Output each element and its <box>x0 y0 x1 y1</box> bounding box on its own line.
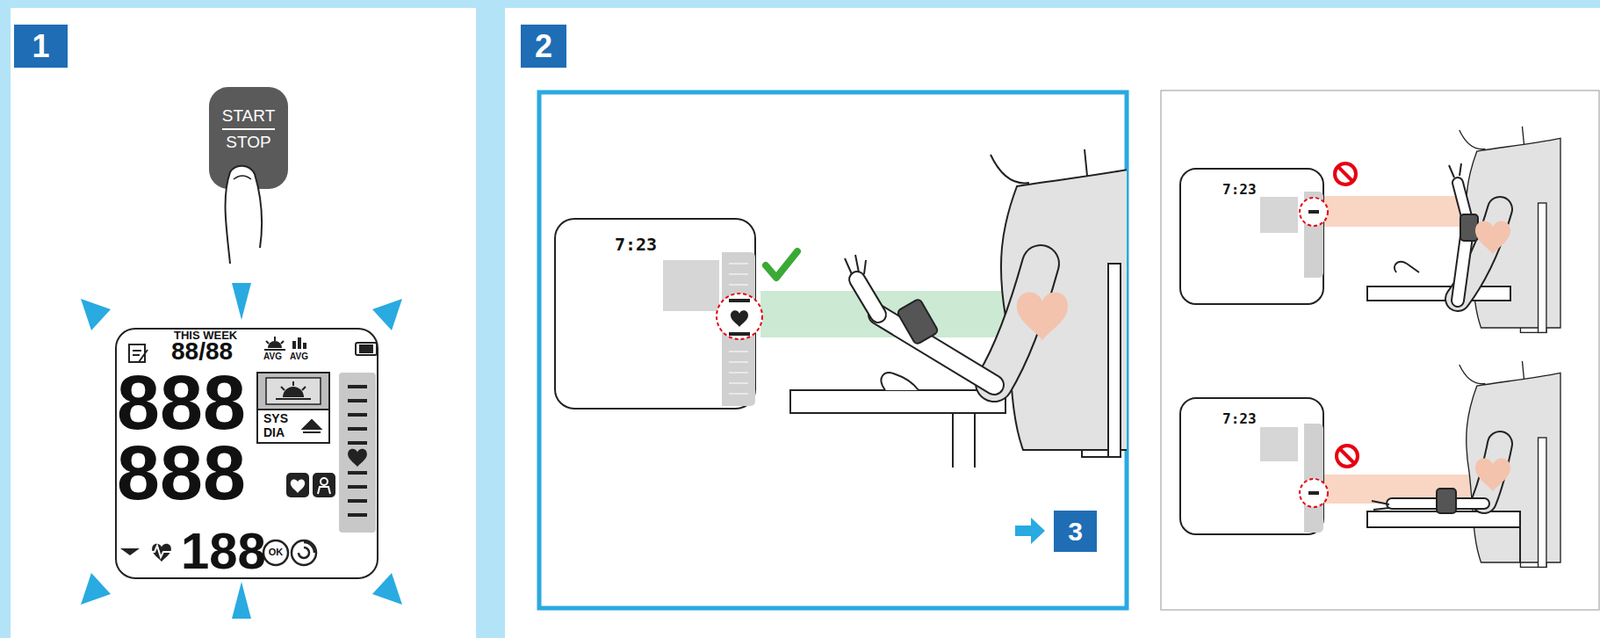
step-badge: 3 <box>1053 510 1097 552</box>
diastolic-digits: 888 <box>116 433 246 512</box>
clock-display: 7:23 <box>1222 411 1257 426</box>
sys-label: SYS <box>263 411 289 425</box>
button-label: STOP <box>225 132 271 152</box>
week-counter: 88/88 <box>171 338 233 364</box>
button-label: START <box>222 106 276 130</box>
systolic-digits: 888 <box>116 363 246 441</box>
avg-icon-label: AVG <box>263 352 282 361</box>
ok-icon-label: OK <box>268 547 284 557</box>
dia-label: DIA <box>263 425 285 439</box>
step-number: 1 <box>31 28 50 65</box>
step-badge: 2 <box>520 24 567 68</box>
start-stop-button: STARTSTOP <box>209 86 289 189</box>
clock-display: 7:23 <box>1222 182 1257 197</box>
step-number: 2 <box>534 28 553 65</box>
step-number: 3 <box>1067 516 1083 547</box>
pointer-triangles <box>80 282 403 619</box>
clock-display: 7:23 <box>614 235 657 253</box>
pulse-digits: 188 <box>180 525 267 577</box>
avg-icon-label: AVG <box>289 352 309 361</box>
step-badge: 1 <box>14 24 68 68</box>
